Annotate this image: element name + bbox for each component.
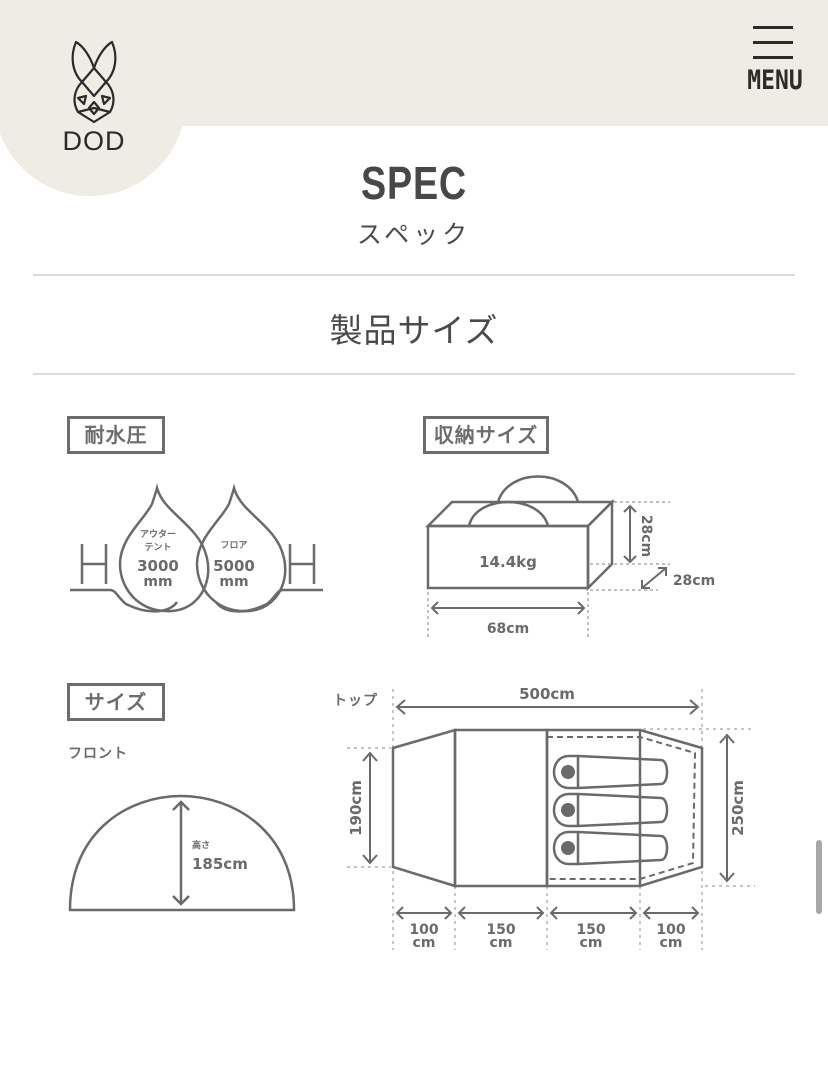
arrow-front-width <box>362 751 378 865</box>
top-view-diagram: 500cm 190cm 250cm 100 cm 150 cm 150 cm 1… <box>347 685 755 951</box>
top-view-label: トップ <box>333 693 378 709</box>
seg-2-unit: cm <box>490 935 513 951</box>
h-marker-left <box>80 544 108 584</box>
seg-4-unit: cm <box>660 935 683 951</box>
h-marker-right <box>288 544 316 584</box>
arrow-tent-height <box>172 800 190 906</box>
menu-button[interactable]: MENU <box>740 24 810 100</box>
bag-side <box>586 498 614 592</box>
tent-vestibule-front <box>391 728 457 888</box>
sleeping-bag <box>552 792 669 828</box>
water-resistance-diagram: アウター テント 3000 mm フロア 5000 mm <box>70 483 323 613</box>
arrow-height <box>623 504 637 564</box>
bag-width: 68cm <box>487 621 529 637</box>
divider-bottom <box>33 373 795 375</box>
drop-floor-unit: mm <box>219 574 248 590</box>
ground-line-left <box>70 588 179 613</box>
storage-size-label: 収納サイズ <box>423 416 549 454</box>
seg-3-unit: cm <box>580 935 603 951</box>
drop-outer-tent <box>118 483 210 613</box>
bag-weight: 14.4kg <box>479 553 537 571</box>
seg-4-value: 100 <box>656 922 685 938</box>
page-title: SPEC <box>360 157 467 209</box>
storage-bag-diagram: 14.4kg 28cm 28cm 68cm <box>424 475 715 638</box>
brand-name: DOD <box>62 126 126 156</box>
rabbit-logo-icon <box>71 40 117 124</box>
drop-outer-line2: テント <box>144 542 171 553</box>
seg-3-value: 150 <box>576 922 605 938</box>
tent-inner-area <box>545 728 642 888</box>
tent-front-dome <box>68 794 296 912</box>
front-view-label: フロント <box>68 746 128 762</box>
sleeping-bag <box>552 754 669 790</box>
size-label: サイズ <box>67 683 165 721</box>
drop-floor-value: 5000 <box>213 557 255 575</box>
total-length: 500cm <box>519 685 575 703</box>
front-width: 190cm <box>347 780 365 836</box>
arrow-total-length <box>395 699 700 715</box>
drop-outer-value: 3000 <box>137 557 179 575</box>
seg-1-value: 100 <box>409 922 438 938</box>
arrow-rear-width <box>719 733 735 883</box>
arrow-seg-4 <box>642 906 700 920</box>
arrow-width <box>430 601 586 615</box>
ground-line-right <box>214 588 323 613</box>
rear-width: 250cm <box>729 780 747 836</box>
height-value: 185cm <box>192 855 248 873</box>
logo-backdrop <box>0 0 186 196</box>
arrow-depth <box>641 567 667 589</box>
sleeping-bag-head <box>561 803 575 817</box>
arrow-seg-3 <box>549 906 638 920</box>
seg-2-value: 150 <box>486 922 515 938</box>
sleeping-bag <box>552 830 669 866</box>
inner-tent-outline <box>547 736 697 880</box>
handle-front <box>467 500 550 527</box>
drop-floor-line1: フロア <box>220 540 247 551</box>
menu-label: MENU <box>747 66 803 96</box>
page-subtitle: スペック <box>356 220 472 249</box>
scrollbar[interactable] <box>816 840 822 914</box>
handle-back <box>496 475 580 503</box>
tent-living-area <box>453 728 549 888</box>
arrow-seg-2 <box>457 906 545 920</box>
seg-1-unit: cm <box>413 935 436 951</box>
bag-depth: 28cm <box>673 573 715 589</box>
bag-height: 28cm <box>638 515 654 557</box>
front-view-diagram: 高さ 185cm <box>68 794 296 912</box>
tent-vestibule-rear <box>639 728 704 888</box>
drop-floor <box>195 483 287 613</box>
bag-front <box>426 524 590 590</box>
divider-top <box>33 274 795 276</box>
sleeping-bag-head <box>561 841 575 855</box>
height-caption: 高さ <box>192 839 210 851</box>
water-resistance-label: 耐水圧 <box>67 416 165 454</box>
drop-outer-line1: アウター <box>140 528 176 540</box>
bag-top <box>424 500 616 528</box>
brand-logo[interactable]: DOD <box>56 38 132 160</box>
arrow-seg-1 <box>395 906 453 920</box>
sleeping-bag-head <box>561 765 575 779</box>
section-title: 製品サイズ <box>329 311 499 350</box>
drop-outer-unit: mm <box>143 574 172 590</box>
